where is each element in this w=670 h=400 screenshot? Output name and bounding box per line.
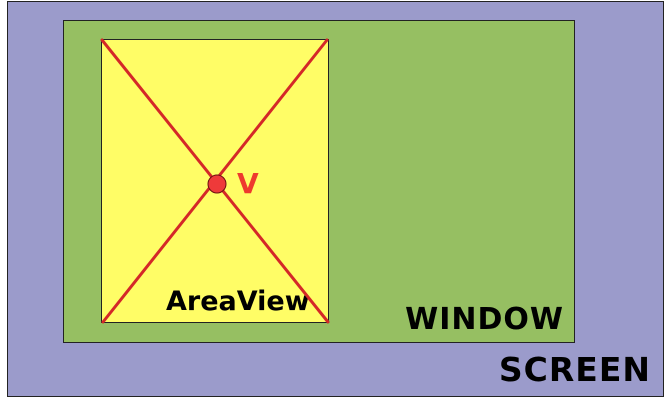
center-point-label: V (237, 167, 259, 200)
areaview-area: AreaView (101, 39, 329, 323)
window-label: WINDOW (405, 302, 564, 337)
areaview-label: AreaView (166, 286, 310, 317)
screen-label: SCREEN (498, 350, 651, 389)
